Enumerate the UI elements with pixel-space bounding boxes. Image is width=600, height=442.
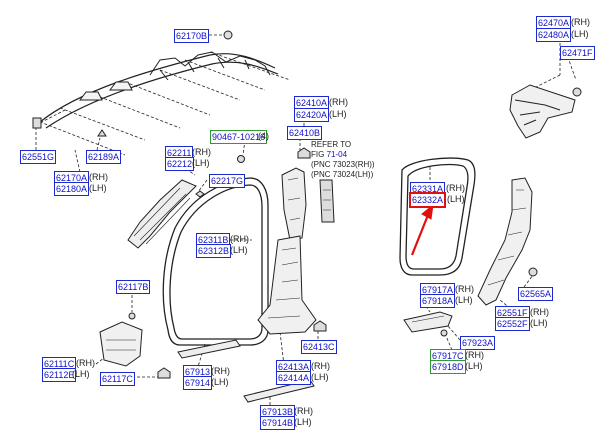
part-suffix: (RH) [465, 350, 484, 360]
part-label-62414A[interactable]: 62414A [276, 371, 312, 385]
front-scuff-plates [177, 339, 315, 403]
b-pillar-lower-trim [257, 235, 327, 335]
highlight-arrow [410, 203, 434, 256]
part-label-67918D[interactable]: 67918D [430, 360, 466, 374]
part-suffix: (LH) [294, 417, 312, 427]
b-pillar-upper-trim [281, 147, 335, 241]
reference-line-1: REFER TO [311, 140, 352, 149]
rear-scuff-plate [403, 311, 453, 337]
part-suffix: (LH) [465, 361, 483, 371]
part-suffix: (RH) [329, 97, 348, 107]
part-label-62217G[interactable]: 62217G [209, 174, 246, 188]
part-label-62552F[interactable]: 62552F [495, 317, 530, 331]
quarter-pillar-trim [477, 177, 538, 306]
reference-line-2: FIG 71-04 [311, 150, 348, 159]
part-suffix: (LH) [329, 109, 347, 119]
reference-line-3: (PNC 73023(RH)) [311, 160, 375, 169]
curtain-airbag-rail [32, 30, 279, 137]
part-suffix: (RH) [571, 17, 590, 27]
part-label-62117C[interactable]: 62117C [100, 372, 135, 386]
part-suffix: (RH) [89, 172, 108, 182]
part-suffix: (RH) [446, 183, 465, 193]
part-suffix: (LH) [89, 183, 107, 193]
part-label-62117B[interactable]: 62117B [116, 280, 151, 294]
front-kick-panel [99, 312, 171, 379]
part-suffix: (RH) [294, 406, 313, 416]
part-suffix: (RH) [230, 234, 249, 244]
part-label-62332A-highlighted[interactable]: 62332A [409, 192, 447, 208]
part-label-62212[interactable]: 62212 [165, 157, 195, 171]
part-label-90467-10216[interactable]: 90467-10216 [210, 130, 268, 144]
part-suffix: (LH) [530, 318, 548, 328]
part-label-67923A[interactable]: 67923A [460, 336, 496, 350]
part-label-62480A[interactable]: 62480A [536, 28, 572, 42]
part-label-67918A[interactable]: 67918A [420, 294, 456, 308]
reference-line-4: (PNC 73024(LH)) [311, 170, 374, 179]
reference-fig-link[interactable]: 71-04 [326, 150, 348, 159]
part-label-62180A[interactable]: 62180A [54, 182, 90, 196]
reference-note: REFER TO FIG 71-04 (PNC 73023(RH)) (PNC … [311, 140, 375, 180]
rear-door-weatherstrip [399, 157, 476, 276]
rear-pillar-trim [509, 84, 582, 139]
part-label-62413C[interactable]: 62413C [301, 340, 337, 354]
part-suffix: (RH) [530, 307, 549, 317]
part-label-62551G[interactable]: 62551G [20, 150, 57, 164]
part-suffix: (LH) [211, 377, 229, 387]
part-suffix: (LH) [192, 158, 210, 168]
part-suffix: (LH) [455, 295, 473, 305]
part-suffix: (RH) [455, 284, 474, 294]
part-suffix: (RH) [211, 366, 230, 376]
part-suffix: (LH) [311, 372, 329, 382]
part-label-62312B[interactable]: 62312B [196, 244, 232, 258]
part-label-62112E[interactable]: 62112E [42, 368, 77, 382]
part-suffix: (RH) [192, 147, 211, 157]
part-label-67914B[interactable]: 67914B [260, 416, 296, 430]
part-label-62170B[interactable]: 62170B [174, 29, 210, 43]
part-suffix: (4) [258, 131, 269, 141]
part-label-62565A[interactable]: 62565A [518, 287, 554, 301]
part-suffix: (RH) [311, 361, 330, 371]
part-label-62189A[interactable]: 62189A [86, 150, 122, 164]
part-label-62471F[interactable]: 62471F [560, 46, 595, 60]
part-suffix: (LH) [447, 194, 465, 204]
part-label-62420A[interactable]: 62420A [294, 108, 330, 122]
part-suffix: (LH) [230, 245, 248, 255]
a-pillar-trim [127, 155, 245, 249]
part-suffix: (LH) [571, 29, 589, 39]
part-label-67914[interactable]: 67914 [183, 376, 213, 390]
part-suffix: (RH) [76, 358, 95, 368]
part-suffix: (LH) [72, 369, 90, 379]
front-door-weatherstrip [162, 177, 269, 346]
part-label-62410B[interactable]: 62410B [287, 126, 323, 140]
